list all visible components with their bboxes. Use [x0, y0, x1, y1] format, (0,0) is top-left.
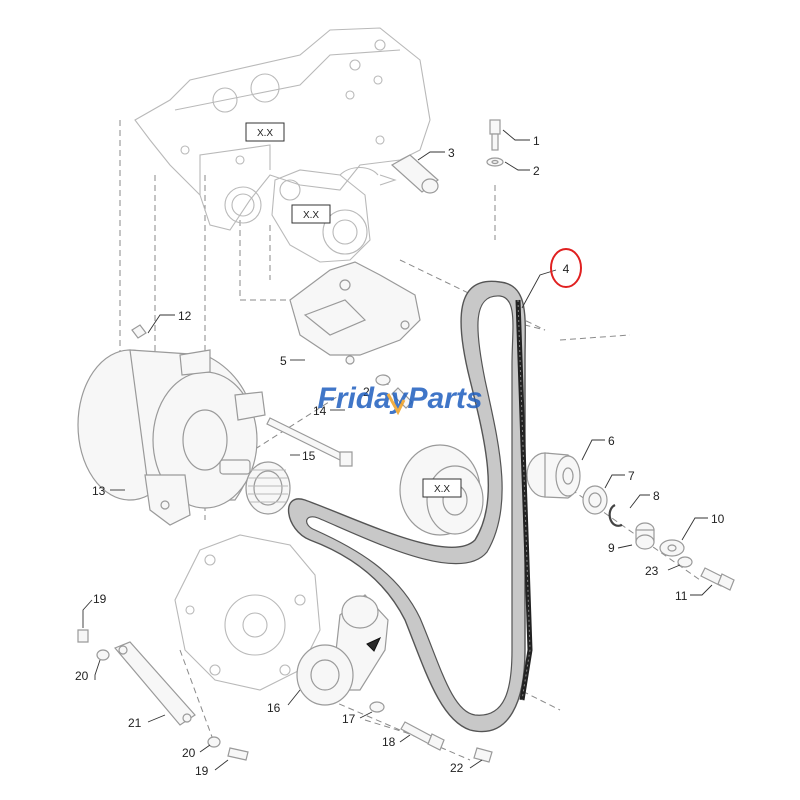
pulley-15 [219, 459, 291, 515]
support-arm-21 [114, 641, 196, 726]
svg-text:X.X: X.X [303, 210, 319, 221]
washer-2 [486, 157, 504, 167]
bolt-19 [77, 629, 89, 643]
drive-belt [288, 280, 533, 733]
bolt-19b [227, 747, 249, 761]
washer-20b [207, 736, 221, 748]
washer-23 [677, 556, 693, 568]
callout-15: 15 [302, 449, 316, 463]
leader-lines [82, 129, 713, 771]
callout-11: 11 [675, 589, 688, 603]
callout-14: 14 [313, 404, 327, 418]
bolt-22 [473, 747, 493, 763]
seal-7 [582, 485, 608, 515]
callout-19: 19 [93, 592, 107, 606]
long-bolt-14 [266, 417, 353, 467]
watermark-logo: FridayParts [317, 382, 483, 416]
svg-text:X.X: X.X [257, 128, 273, 139]
callout-1: 1 [533, 134, 540, 148]
washer-10 [659, 539, 685, 557]
callout-20: 20 [75, 669, 89, 683]
highlighted-callout-4: 4 [550, 248, 582, 288]
svg-text:X.X: X.X [434, 484, 450, 495]
callout-12: 12 [178, 309, 192, 323]
callout-8: 8 [653, 489, 660, 503]
pump-assembly [271, 166, 379, 263]
engine-block-housing [134, 27, 431, 231]
washer-2b [375, 374, 413, 409]
callout-16: 16 [267, 701, 281, 715]
callout-18: 18 [382, 735, 396, 749]
callout-2b: 2 [363, 385, 370, 399]
callout-22: 22 [450, 761, 464, 775]
bearing-pulley-6 [526, 452, 581, 499]
bolt-12 [131, 324, 147, 339]
washer-20 [96, 649, 110, 661]
placeholder-tag-pump: X.X [291, 204, 331, 224]
callout-23: 23 [645, 564, 659, 578]
callout-20b: 20 [182, 746, 196, 760]
placeholder-tag-engine: X.X [245, 122, 285, 142]
callout-5: 5 [280, 354, 287, 368]
alternator [77, 349, 266, 526]
dowel-sleeve [390, 154, 439, 194]
washer-17 [369, 701, 385, 713]
callout-17: 17 [342, 712, 356, 726]
callout-2: 2 [533, 164, 540, 178]
callout-labels: 1 2 3 5 6 7 8 9 10 11 12 13 14 15 16 17 … [75, 134, 725, 778]
bolt-18 [400, 721, 445, 751]
bolt-1 [489, 119, 501, 151]
svg-text:4: 4 [563, 262, 570, 276]
circlip-8 [608, 504, 623, 527]
callout-13: 13 [92, 484, 106, 498]
callout-9: 9 [608, 541, 615, 555]
callout-10: 10 [711, 512, 725, 526]
placeholder-tag-idler: X.X [422, 478, 462, 498]
mounting-bracket [289, 261, 421, 365]
callout-3: 3 [448, 146, 455, 160]
bolt-11 [700, 567, 735, 591]
callout-19b: 19 [195, 764, 209, 778]
callout-6: 6 [608, 434, 615, 448]
bushing-9 [635, 522, 655, 550]
callout-7: 7 [628, 469, 635, 483]
belt-tensioner [296, 594, 389, 706]
callout-21: 21 [128, 716, 142, 730]
